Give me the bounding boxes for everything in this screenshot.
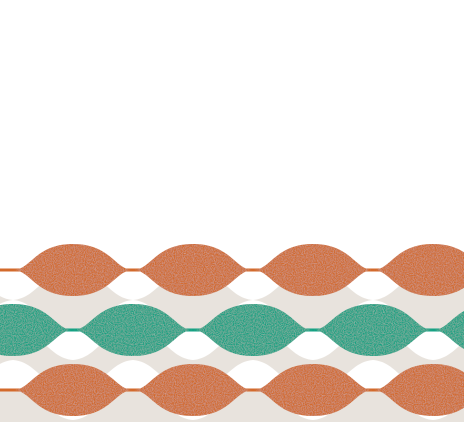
teal-drop-2-1 bbox=[0, 304, 73, 356]
white-swoosh-0 bbox=[0, 270, 73, 300]
teal-drop-2-4 bbox=[313, 304, 433, 356]
orange-drop-3-4 bbox=[373, 364, 464, 416]
teal-drop-2-5 bbox=[433, 311, 464, 349]
orange-drop-3-2 bbox=[133, 364, 253, 416]
orange-row-bottom bbox=[0, 364, 464, 416]
orange-drop-1-2 bbox=[133, 244, 253, 296]
teal-drop-2-2 bbox=[73, 304, 193, 356]
blank-area bbox=[0, 0, 464, 238]
white-swoosh-8 bbox=[373, 330, 464, 360]
orange-row-top bbox=[0, 244, 464, 296]
orange-drop-3-3 bbox=[253, 364, 373, 416]
orange-drop-1-4 bbox=[373, 244, 464, 296]
teal-row-middle bbox=[0, 304, 464, 356]
orange-drop-1-1 bbox=[13, 244, 133, 296]
orange-drop-1-3 bbox=[253, 244, 373, 296]
white-swoosh-18 bbox=[0, 360, 73, 390]
orange-drop-3-1 bbox=[13, 364, 133, 416]
teal-drop-2-3 bbox=[193, 304, 313, 356]
